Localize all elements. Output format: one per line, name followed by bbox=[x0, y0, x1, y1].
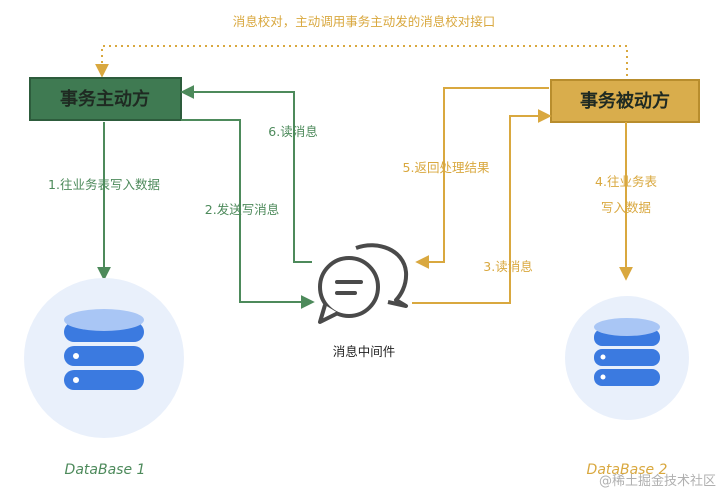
watermark-text: @稀土掘金技术社区 bbox=[599, 473, 716, 489]
middleware-label: 消息中间件 bbox=[333, 344, 396, 359]
step5-connector bbox=[415, 87, 549, 269]
step4-label-line2: 写入数据 bbox=[601, 200, 651, 215]
step1-label: 1.往业务表写入数据 bbox=[48, 177, 160, 192]
database-1[interactable] bbox=[24, 278, 184, 438]
passive-party-box[interactable]: 事务被动方 bbox=[550, 79, 700, 123]
step5-label: 5.返回处理结果 bbox=[403, 160, 490, 175]
step3-label: 3.读消息 bbox=[483, 259, 532, 274]
database-1-label: DataBase 1 bbox=[65, 462, 146, 478]
database-icon bbox=[594, 318, 660, 386]
step2-connector bbox=[181, 119, 315, 309]
step3-connector bbox=[412, 109, 552, 304]
chat-bubbles-icon[interactable] bbox=[318, 243, 409, 324]
active-party-box[interactable]: 事务主动方 bbox=[29, 77, 182, 121]
database-icon bbox=[64, 309, 144, 390]
active-party-label: 事务主动方 bbox=[60, 88, 150, 110]
database-2-label: DataBase 2 bbox=[587, 462, 668, 478]
step6-connector bbox=[180, 85, 312, 263]
database-2[interactable] bbox=[565, 296, 689, 420]
passive-party-label: 事务被动方 bbox=[580, 90, 670, 112]
step4-label-line1: 4.往业务表 bbox=[595, 174, 657, 189]
step2-label: 2.发送写消息 bbox=[205, 202, 279, 217]
reconcile-label: 消息校对，主动调用事务主动发的消息校对接口 bbox=[233, 14, 496, 29]
step6-label: 6.读消息 bbox=[268, 124, 317, 139]
